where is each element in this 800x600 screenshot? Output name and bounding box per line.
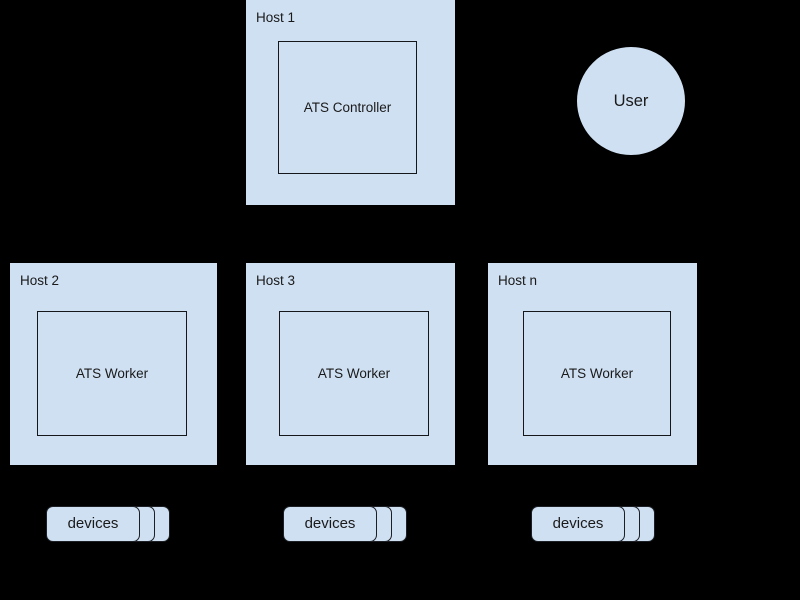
host-box-host-n[interactable]: Host n ATS Worker <box>488 263 697 465</box>
host-label-host-n: Host n <box>498 273 538 288</box>
host-box-host-2[interactable]: Host 2 ATS Worker <box>10 263 217 465</box>
device-label-host-n: devices <box>552 515 604 532</box>
component-label-ats-worker-host-n: ATS Worker <box>560 365 634 381</box>
component-label-ats-controller: ATS Controller <box>303 99 392 115</box>
device-stack-host-n[interactable]: devices <box>531 506 655 542</box>
component-box-ats-worker-host-3[interactable]: ATS Worker <box>279 311 429 436</box>
host-box-host-3[interactable]: Host 3 ATS Worker <box>246 263 455 465</box>
host-box-host-1[interactable]: Host 1 ATS Controller <box>246 0 455 205</box>
component-box-ats-controller[interactable]: ATS Controller <box>278 41 417 174</box>
host-label-host-1: Host 1 <box>256 10 296 25</box>
device-card-front[interactable]: devices <box>283 506 377 542</box>
component-label-ats-worker-host-3: ATS Worker <box>317 365 391 381</box>
host-label-host-3: Host 3 <box>256 273 296 288</box>
device-stack-host-2[interactable]: devices <box>46 506 170 542</box>
component-box-ats-worker-host-2[interactable]: ATS Worker <box>37 311 187 436</box>
device-card-front[interactable]: devices <box>46 506 140 542</box>
device-label-host-3: devices <box>304 515 356 532</box>
user-node[interactable]: User <box>577 47 685 155</box>
device-stack-host-3[interactable]: devices <box>283 506 407 542</box>
user-label: User <box>613 91 649 110</box>
device-card-front[interactable]: devices <box>531 506 625 542</box>
device-label-host-2: devices <box>67 515 119 532</box>
component-label-ats-worker-host-2: ATS Worker <box>75 365 149 381</box>
component-box-ats-worker-host-n[interactable]: ATS Worker <box>523 311 671 436</box>
host-label-host-2: Host 2 <box>20 273 60 288</box>
